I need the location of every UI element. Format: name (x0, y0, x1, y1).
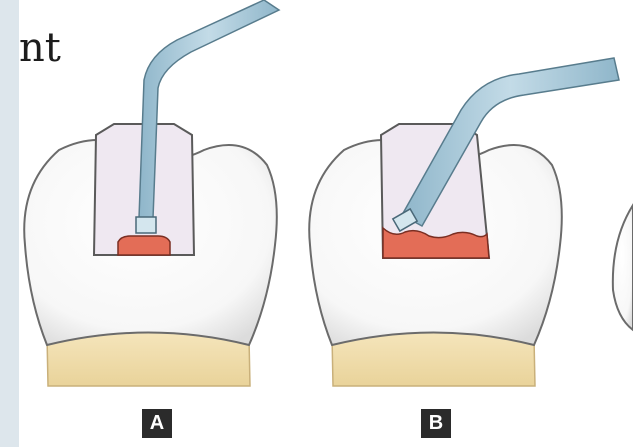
illustration-frame: nt A B (19, 0, 633, 447)
tooth-c-partial (613, 205, 633, 330)
cutoff-heading-text: nt (19, 28, 61, 68)
panel-label-b: B (421, 409, 451, 438)
tooth-a-liner (118, 236, 170, 255)
panel-label-a: A (142, 409, 172, 438)
tooth-b (309, 58, 619, 386)
tooth-a (24, 0, 279, 386)
dental-restoration-diagram (19, 0, 633, 447)
